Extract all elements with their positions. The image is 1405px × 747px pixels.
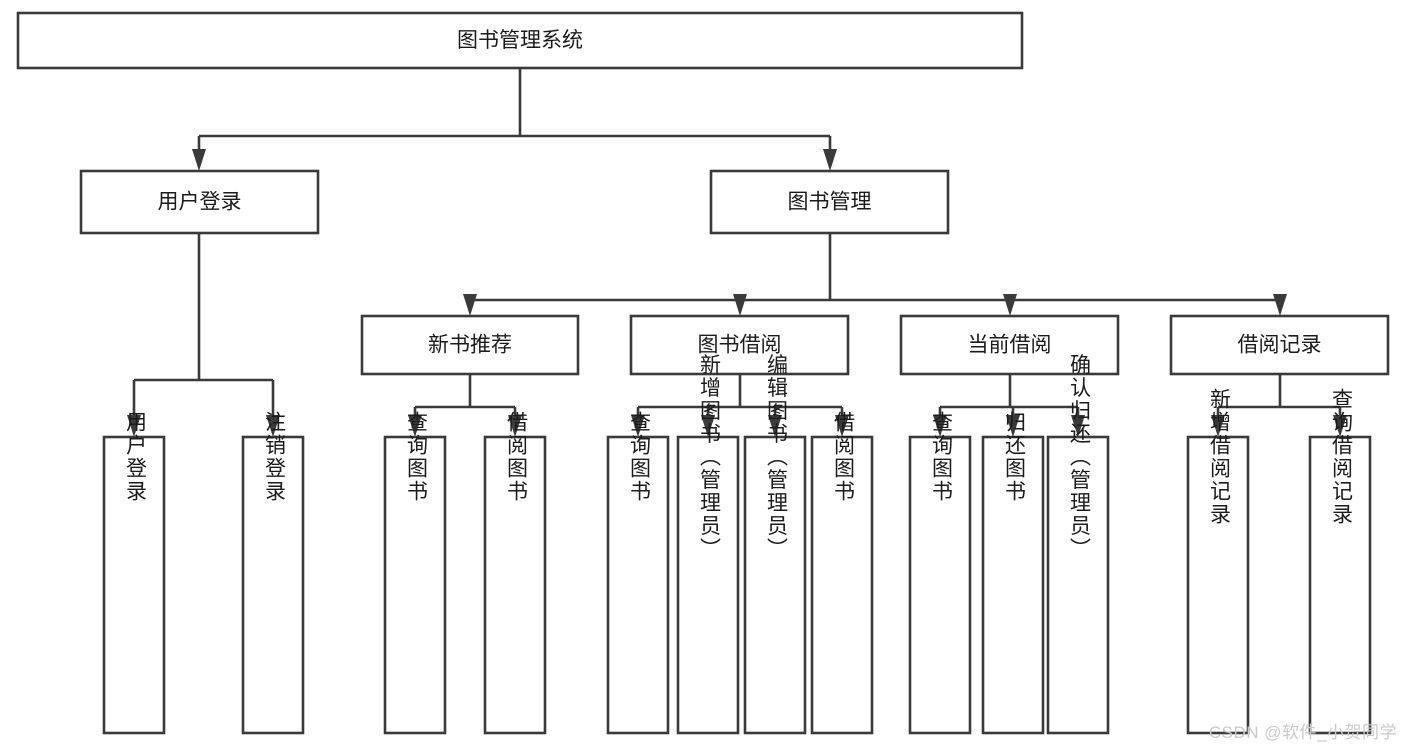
node-leaf-9-归还图书-box[interactable] xyxy=(981,435,1045,735)
node-leaf-6-编辑图书管理员-label: 编辑图书（管理员） xyxy=(764,354,788,561)
node-leaf-11-新增借阅记录-box[interactable] xyxy=(1186,435,1250,735)
arrowhead-icon xyxy=(733,294,747,316)
node-root-图书管理系统-label: 图书管理系统 xyxy=(457,29,583,52)
node-leaf-7-借阅图书-label: 借阅图书 xyxy=(831,411,855,503)
node-l2-1-图书管理[interactable]: 图书管理 xyxy=(709,169,950,235)
arrowhead-icon xyxy=(1003,294,1017,316)
node-leaf-9-归还图书[interactable]: 归还图书 xyxy=(981,411,1045,735)
node-leaf-12-查询借阅记录-box[interactable] xyxy=(1308,435,1372,735)
node-leaf-5-新增图书管理员[interactable]: 新增图书（管理员） xyxy=(676,354,740,735)
arrowhead-icon xyxy=(933,415,947,437)
arrowhead-icon xyxy=(823,149,837,171)
node-root-图书管理系统-box[interactable] xyxy=(16,11,1024,70)
node-l2-1-图书管理-box[interactable] xyxy=(709,169,950,235)
node-leaf-3-借阅图书-box[interactable] xyxy=(483,435,547,735)
edges-layer xyxy=(127,68,1347,437)
csdn-watermark: CSDN @软件_小贺同学 xyxy=(1208,723,1397,742)
node-leaf-7-借阅图书[interactable]: 借阅图书 xyxy=(810,411,874,735)
arrowhead-icon xyxy=(835,415,849,437)
node-leaf-0-用户登录-label: 用户登录 xyxy=(123,411,147,503)
node-l3-2-当前借阅-label: 当前借阅 xyxy=(968,334,1052,357)
node-l2-0-用户登录-label: 用户登录 xyxy=(158,191,242,214)
node-l3-3-借阅记录-box[interactable] xyxy=(1169,314,1390,376)
arrowhead-icon xyxy=(1211,415,1225,437)
node-leaf-10-确认归还管理员-label: 确认归还（管理员） xyxy=(1067,354,1091,561)
node-l3-2-当前借阅-box[interactable] xyxy=(899,314,1120,376)
node-root-图书管理系统[interactable]: 图书管理系统 xyxy=(16,11,1024,70)
arrowhead-icon xyxy=(631,415,645,437)
node-leaf-4-查询图书-box[interactable] xyxy=(606,435,670,735)
nodes-layer: 图书管理系统用户登录图书管理新书推荐图书借阅当前借阅借阅记录用户登录注销登录查询… xyxy=(16,11,1390,735)
node-leaf-8-查询图书-box[interactable] xyxy=(908,435,972,735)
node-leaf-2-查询图书-box[interactable] xyxy=(383,435,447,735)
node-leaf-0-用户登录[interactable]: 用户登录 xyxy=(102,411,166,735)
node-leaf-5-新增图书管理员-label: 新增图书（管理员） xyxy=(697,354,721,561)
node-leaf-1-注销登录-label: 注销登录 xyxy=(262,411,286,503)
node-l3-2-当前借阅[interactable]: 当前借阅 xyxy=(899,314,1120,376)
arrowhead-icon xyxy=(1071,415,1085,437)
node-leaf-11-新增借阅记录-label: 新增借阅记录 xyxy=(1207,388,1231,526)
arrowhead-icon xyxy=(1273,294,1287,316)
node-l3-3-借阅记录[interactable]: 借阅记录 xyxy=(1169,314,1390,376)
arrowhead-icon xyxy=(1333,415,1347,437)
node-l2-0-用户登录-box[interactable] xyxy=(79,169,320,235)
node-leaf-2-查询图书-label: 查询图书 xyxy=(404,411,428,503)
node-leaf-12-查询借阅记录-label: 查询借阅记录 xyxy=(1329,388,1353,526)
arrowhead-icon xyxy=(508,415,522,437)
node-leaf-8-查询图书[interactable]: 查询图书 xyxy=(908,411,972,735)
node-leaf-3-借阅图书[interactable]: 借阅图书 xyxy=(483,411,547,735)
arrowhead-icon xyxy=(768,415,782,437)
arrowhead-icon xyxy=(408,415,422,437)
arrowhead-icon xyxy=(127,415,141,437)
node-leaf-4-查询图书-label: 查询图书 xyxy=(627,411,651,503)
arrowhead-icon xyxy=(266,415,280,437)
node-leaf-9-归还图书-label: 归还图书 xyxy=(1002,411,1026,503)
node-leaf-6-编辑图书管理员[interactable]: 编辑图书（管理员） xyxy=(743,354,807,735)
node-leaf-6-编辑图书管理员-box[interactable] xyxy=(743,435,807,735)
node-l3-1-图书借阅-box[interactable] xyxy=(629,314,850,376)
node-l3-1-图书借阅-label: 图书借阅 xyxy=(698,334,782,357)
node-l3-3-借阅记录-label: 借阅记录 xyxy=(1238,334,1322,357)
node-leaf-1-注销登录[interactable]: 注销登录 xyxy=(241,411,305,735)
node-leaf-7-借阅图书-box[interactable] xyxy=(810,435,874,735)
node-leaf-3-借阅图书-label: 借阅图书 xyxy=(504,411,528,503)
node-leaf-10-确认归还管理员-box[interactable] xyxy=(1046,435,1110,735)
node-leaf-12-查询借阅记录[interactable]: 查询借阅记录 xyxy=(1308,388,1372,735)
arrowhead-icon xyxy=(463,294,477,316)
node-leaf-0-用户登录-box[interactable] xyxy=(102,435,166,735)
node-leaf-8-查询图书-label: 查询图书 xyxy=(929,411,953,503)
arrowhead-icon xyxy=(1006,415,1020,437)
arrowhead-icon xyxy=(192,149,206,171)
node-l3-0-新书推荐-box[interactable] xyxy=(360,314,580,376)
node-l3-1-图书借阅[interactable]: 图书借阅 xyxy=(629,314,850,376)
node-leaf-10-确认归还管理员[interactable]: 确认归还（管理员） xyxy=(1046,354,1110,735)
node-leaf-4-查询图书[interactable]: 查询图书 xyxy=(606,411,670,735)
node-leaf-11-新增借阅记录[interactable]: 新增借阅记录 xyxy=(1186,388,1250,735)
node-l2-0-用户登录[interactable]: 用户登录 xyxy=(79,169,320,235)
node-leaf-1-注销登录-box[interactable] xyxy=(241,435,305,735)
node-l3-0-新书推荐[interactable]: 新书推荐 xyxy=(360,314,580,376)
node-l3-0-新书推荐-label: 新书推荐 xyxy=(428,334,512,357)
node-leaf-2-查询图书[interactable]: 查询图书 xyxy=(383,411,447,735)
node-leaf-5-新增图书管理员-box[interactable] xyxy=(676,435,740,735)
node-l2-1-图书管理-label: 图书管理 xyxy=(788,191,872,214)
arrowhead-icon xyxy=(701,415,715,437)
